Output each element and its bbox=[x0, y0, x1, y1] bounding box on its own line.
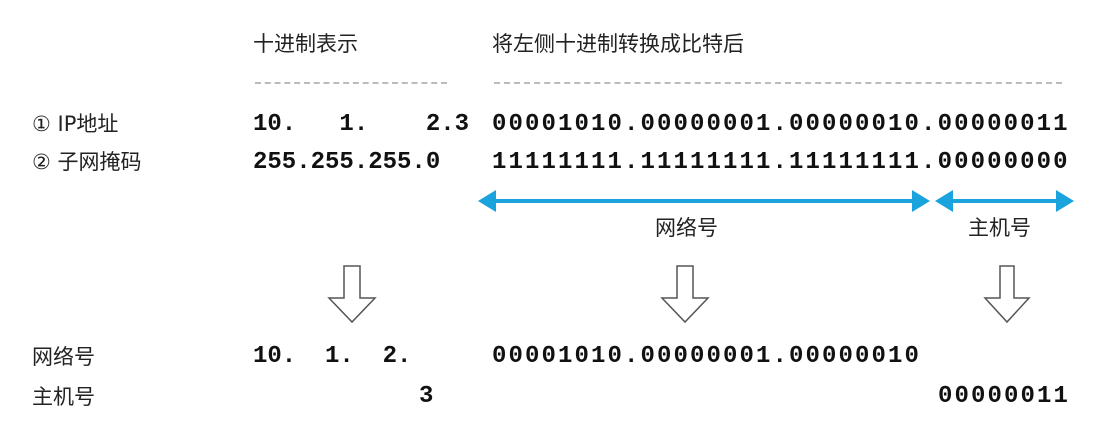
down-arrow-icon bbox=[983, 265, 1031, 324]
network-span-arrow bbox=[478, 190, 930, 212]
host-decimal: 3 bbox=[419, 383, 434, 410]
result-label-host: 主机号 bbox=[32, 385, 95, 409]
header-binary: 将左侧十进制转换成比特后 bbox=[492, 32, 744, 56]
ip-decimal: 10. 1. 2.3 bbox=[253, 111, 470, 138]
ip-binary: 00001010.00000001.00000010.00000011 bbox=[492, 111, 1070, 138]
host-binary: 00000011 bbox=[938, 383, 1071, 410]
down-arrow-icon bbox=[327, 265, 377, 324]
network-decimal: 10. 1. 2. bbox=[253, 343, 412, 370]
mask-binary: 11111111.11111111.11111111.00000000 bbox=[492, 149, 1070, 176]
row-label-mask: ② 子网掩码 bbox=[32, 150, 142, 174]
host-span-label: 主机号 bbox=[968, 216, 1031, 240]
network-binary: 00001010.00000001.00000010 bbox=[492, 343, 922, 370]
header-decimal: 十进制表示 bbox=[253, 32, 358, 56]
mask-decimal: 255.255.255.0 bbox=[253, 149, 441, 176]
row-label-ip: ① IP地址 bbox=[32, 112, 119, 136]
host-span-arrow bbox=[935, 190, 1074, 212]
divider-decimal bbox=[255, 82, 447, 84]
down-arrow-icon bbox=[660, 265, 710, 324]
result-label-network: 网络号 bbox=[32, 345, 95, 369]
network-span-label: 网络号 bbox=[655, 216, 718, 240]
divider-binary bbox=[494, 82, 1062, 84]
